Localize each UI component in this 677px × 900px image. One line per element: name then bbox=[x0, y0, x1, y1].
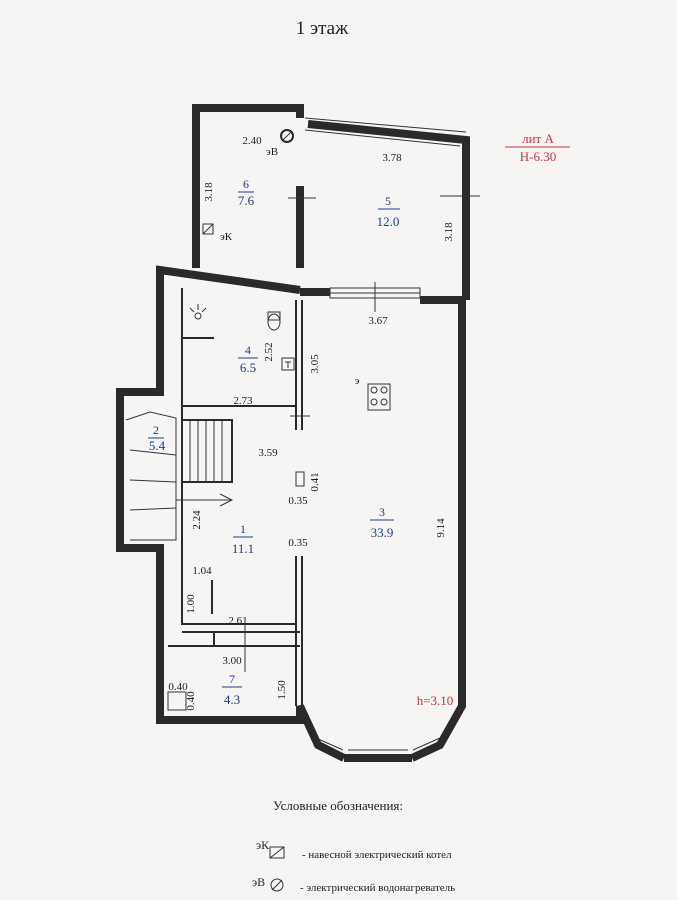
room-3-area: 33.9 bbox=[371, 525, 394, 540]
lamp-icon bbox=[189, 304, 207, 320]
upper-walls bbox=[192, 104, 470, 300]
dim-2-61: 2.61 bbox=[228, 615, 247, 627]
stamp-line1: лит А bbox=[522, 131, 554, 146]
marker-e: э bbox=[355, 375, 360, 387]
room-5-area: 12.0 bbox=[377, 214, 400, 229]
partitions bbox=[168, 288, 303, 706]
markers: эВ эК э h=3.10 bbox=[220, 146, 453, 708]
shaft-box bbox=[167, 691, 187, 711]
legend-code-ek: эК bbox=[256, 838, 270, 852]
room-2-number: 2 bbox=[153, 423, 159, 437]
toilet-icon bbox=[267, 311, 281, 331]
dim-9-14: 9.14 bbox=[435, 518, 447, 538]
room-4-area: 6.5 bbox=[240, 360, 256, 375]
dim-2-52: 2.52 bbox=[263, 342, 275, 361]
room-5-number: 5 bbox=[385, 194, 391, 208]
dim-3-59: 3.59 bbox=[258, 447, 278, 459]
legend-boiler-icon bbox=[269, 846, 285, 859]
room-labels: 6 7.6 5 12.0 4 6.5 2 5.4 3 33.9 1 11.1 7… bbox=[148, 177, 400, 707]
dim-3-18-left: 3.18 bbox=[203, 182, 215, 202]
room-1-area: 11.1 bbox=[232, 541, 254, 556]
dim-3-00: 3.00 bbox=[222, 655, 242, 667]
stamp-line2: Н-6.30 bbox=[520, 149, 556, 164]
room-7-number: 7 bbox=[229, 672, 235, 686]
dim-1-00: 1.00 bbox=[185, 594, 197, 614]
room-4-number: 4 bbox=[245, 343, 251, 357]
marker-ev: эВ bbox=[266, 146, 278, 158]
room-6-area: 7.6 bbox=[238, 193, 255, 208]
room-1-number: 1 bbox=[240, 522, 246, 536]
legend-text-ek: - навесной электрический котел bbox=[302, 849, 452, 861]
dim-3-78: 3.78 bbox=[382, 152, 402, 164]
dim-0-40-v: 0.40 bbox=[185, 691, 197, 711]
dim-3-05: 3.05 bbox=[309, 354, 321, 374]
boiler-icon bbox=[202, 223, 214, 235]
dim-3-18-right: 3.18 bbox=[443, 222, 455, 242]
legend-text-ev: - электрический водонагреватель bbox=[300, 882, 455, 894]
room-2-area: 5.4 bbox=[149, 438, 166, 453]
column bbox=[295, 471, 305, 487]
water-heater-icon bbox=[280, 129, 294, 143]
legend-title: Условные обозначения: bbox=[273, 798, 403, 813]
dim-0-41: 0.41 bbox=[309, 472, 321, 491]
marker-ek: эК bbox=[220, 231, 233, 243]
fixtures bbox=[167, 129, 480, 711]
sink-icon bbox=[281, 357, 295, 371]
room-3-number: 3 bbox=[379, 505, 385, 519]
room-6-number: 6 bbox=[243, 177, 249, 191]
ceiling-height: h=3.10 bbox=[417, 693, 454, 708]
dim-0-40-h: 0.40 bbox=[168, 681, 188, 693]
legend-water-heater-icon bbox=[270, 878, 284, 892]
legend-code-ev: эВ bbox=[252, 875, 265, 889]
dim-2-40: 2.40 bbox=[242, 135, 262, 147]
staircase bbox=[125, 411, 234, 541]
stove-icon bbox=[367, 383, 391, 411]
dim-2-73: 2.73 bbox=[233, 395, 253, 407]
dim-1-04: 1.04 bbox=[192, 565, 212, 577]
stamp: лит А Н-6.30 bbox=[505, 131, 570, 164]
dim-0-35-b: 0.35 bbox=[288, 537, 308, 549]
dim-1-50: 1.50 bbox=[276, 680, 288, 700]
legend: Условные обозначения: эК - навесной элек… bbox=[252, 798, 455, 894]
dim-3-67: 3.67 bbox=[368, 315, 388, 327]
room-7-area: 4.3 bbox=[224, 692, 240, 707]
dim-0-35-a: 0.35 bbox=[288, 495, 308, 507]
floor-title: 1 этаж bbox=[296, 18, 349, 39]
dimension-labels: 2.40 3.18 3.78 3.18 3.67 2.52 3.05 2.73 … bbox=[168, 135, 455, 711]
dim-2-24: 2.24 bbox=[191, 510, 203, 530]
